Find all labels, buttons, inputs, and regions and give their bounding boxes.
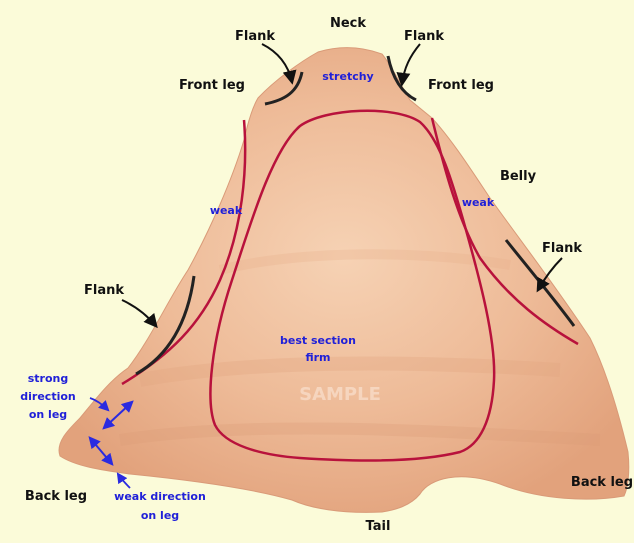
label-neck: Neck <box>330 16 366 31</box>
label-back-leg-left: Back leg <box>25 489 87 504</box>
label-strong-direction-1: strong <box>28 372 69 385</box>
label-flank-mid-left: Flank <box>84 283 124 298</box>
watermark-text: SAMPLE <box>299 384 381 405</box>
label-front-leg-left: Front leg <box>179 78 245 93</box>
label-tail: Tail <box>366 519 391 534</box>
label-flank-top-right: Flank <box>404 29 444 44</box>
label-weak-right: weak <box>462 196 495 209</box>
label-weak-direction-2: on leg <box>141 509 179 522</box>
label-stretchy: stretchy <box>322 70 373 83</box>
label-strong-direction-3: on leg <box>29 408 67 421</box>
label-weak-left: weak <box>210 204 243 217</box>
label-weak-direction-1: weak direction <box>114 490 206 503</box>
label-best-section: best section <box>280 334 356 347</box>
label-flank-top-left: Flank <box>235 29 275 44</box>
label-back-leg-right: Back leg <box>571 475 633 490</box>
label-front-leg-right: Front leg <box>428 78 494 93</box>
label-belly: Belly <box>500 169 537 184</box>
label-best-section-firm: firm <box>305 351 330 364</box>
label-flank-mid-right: Flank <box>542 241 582 256</box>
label-strong-direction-2: direction <box>20 390 75 403</box>
